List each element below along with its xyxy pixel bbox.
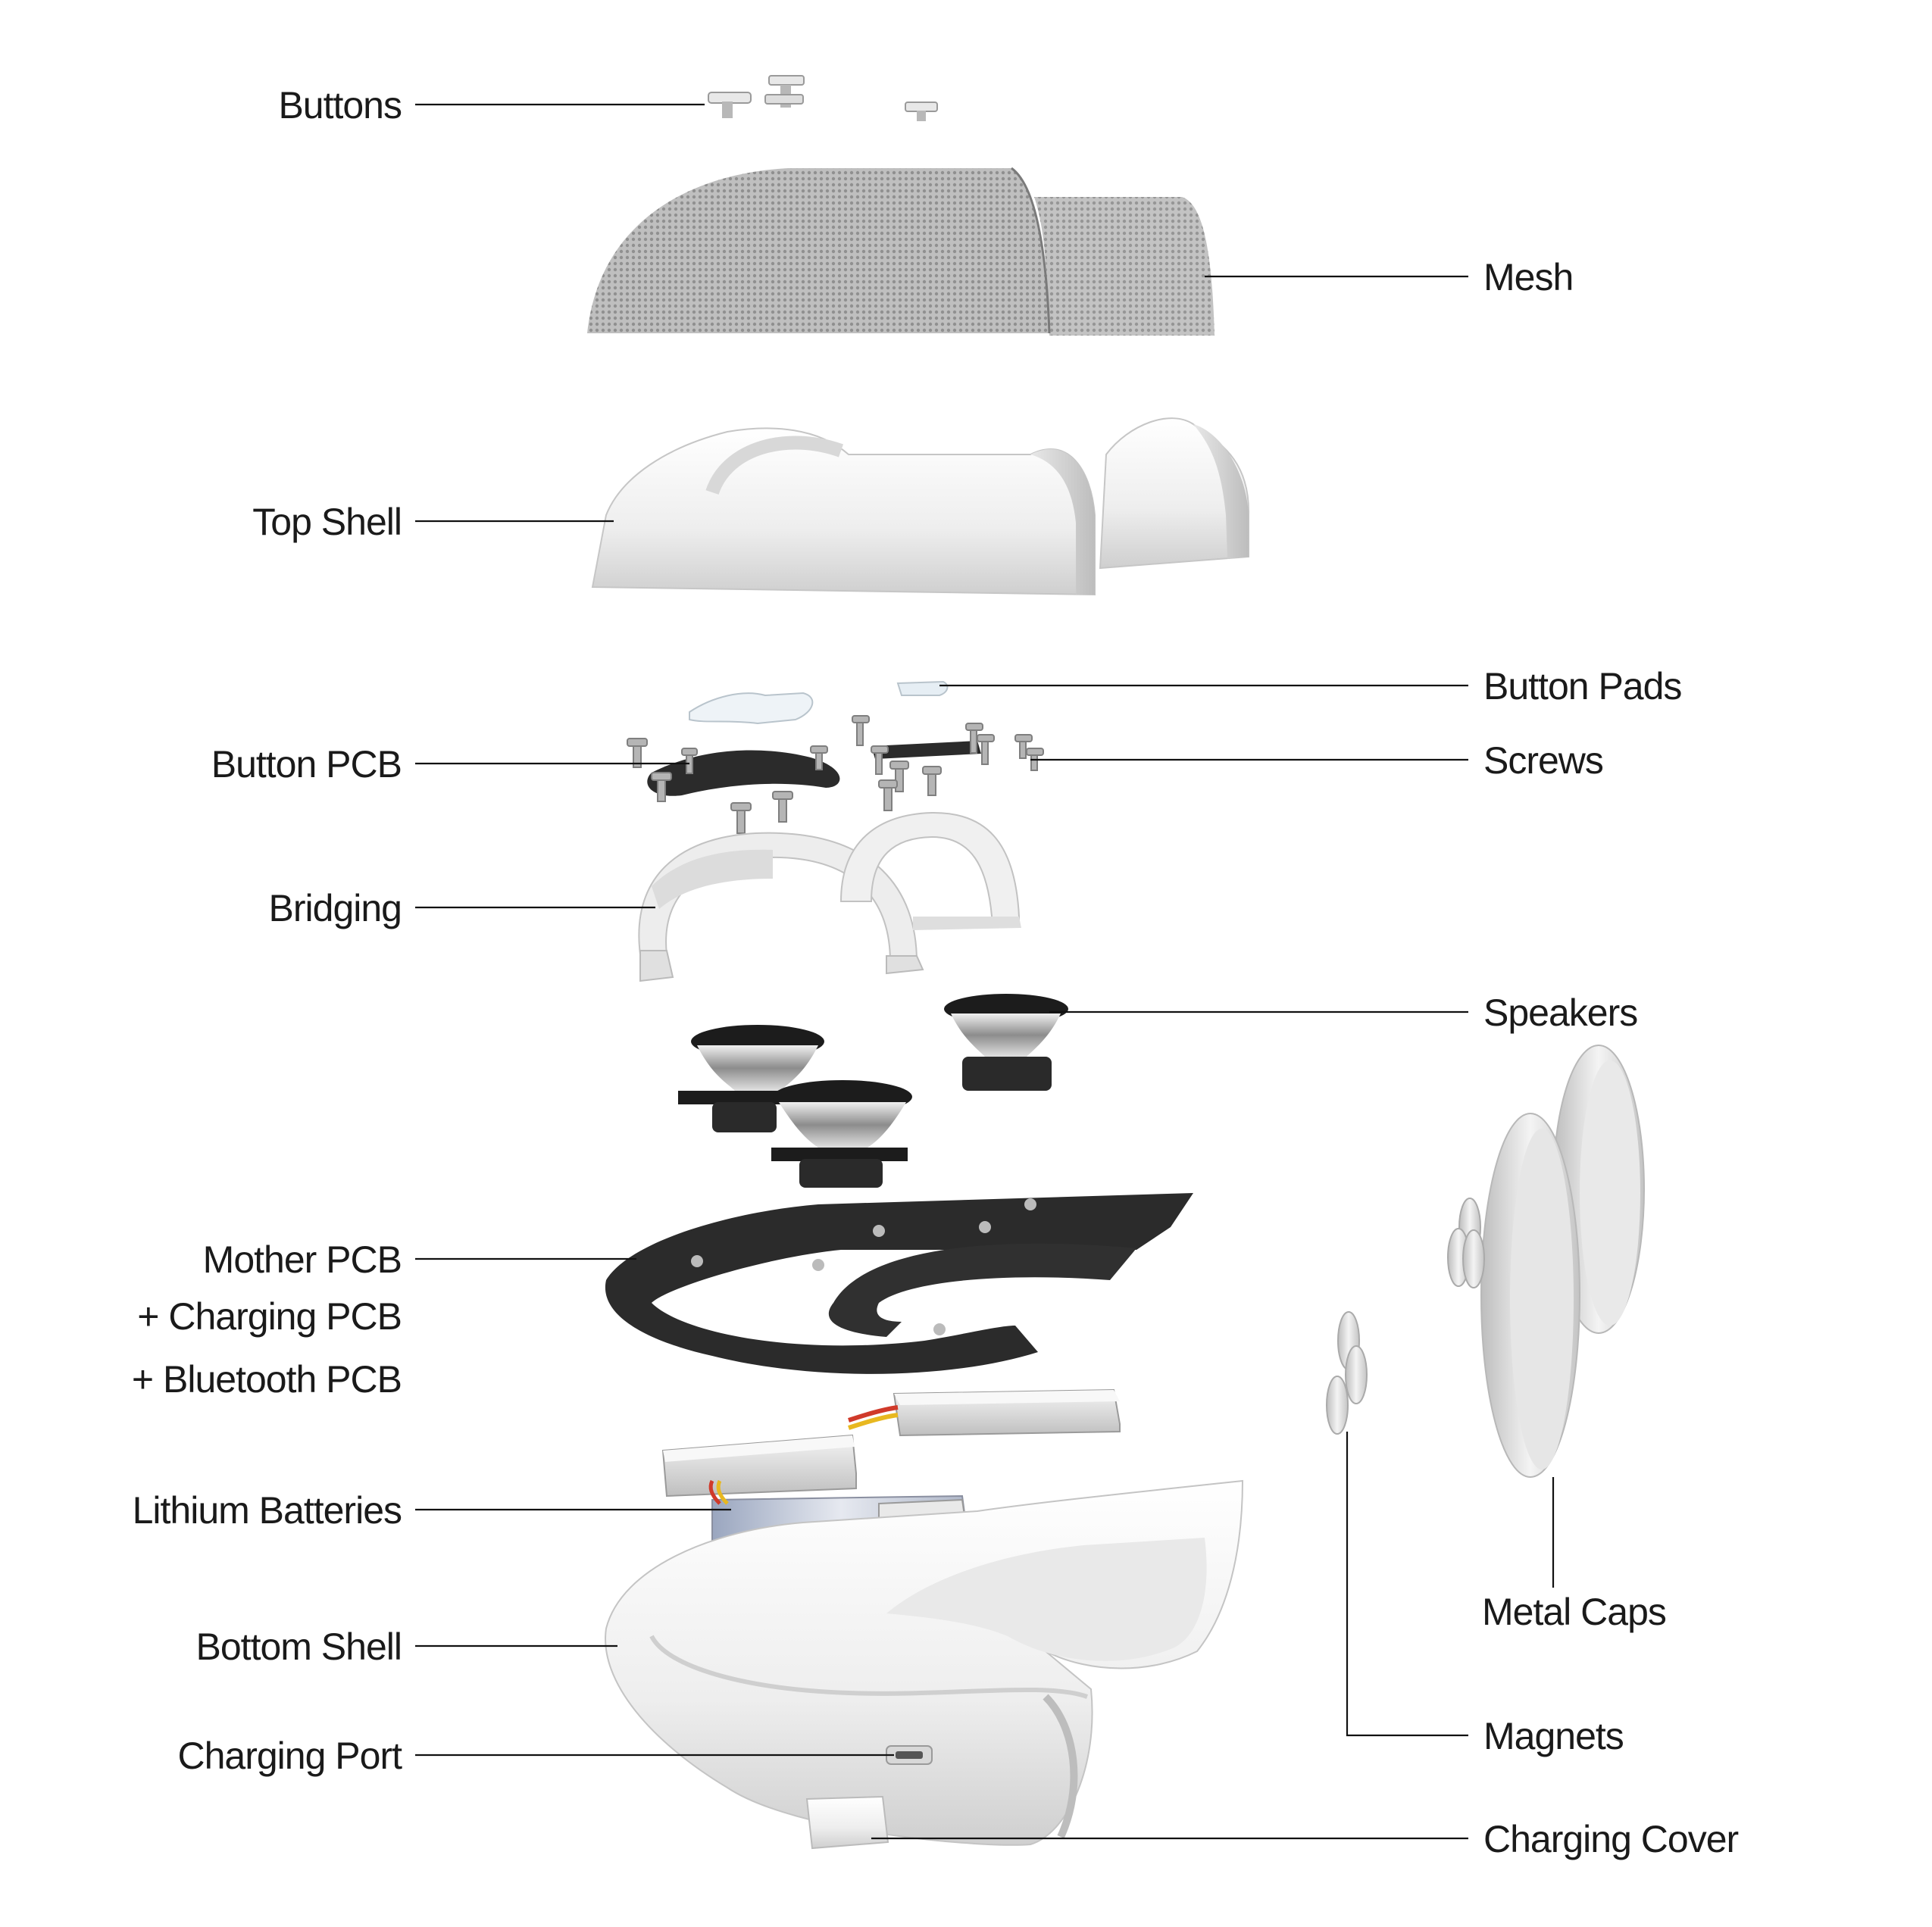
top-shell-part: [591, 417, 1250, 596]
speaker-3: [771, 1080, 912, 1188]
label-lithium-batteries: Lithium Batteries: [133, 1489, 402, 1532]
button-pads-part: [689, 680, 949, 725]
mother-pcb-part: [605, 1193, 1193, 1374]
label-button-pads: Button Pads: [1483, 665, 1681, 707]
bridging-part: [638, 811, 1021, 982]
magnets-part: [1326, 1198, 1485, 1435]
speakers-part: [678, 994, 1068, 1188]
buttons-part: [708, 75, 938, 121]
label-charging-port: Charging Port: [178, 1735, 403, 1777]
label-bottom-shell: Bottom Shell: [196, 1626, 402, 1668]
speaker-1: [678, 1025, 824, 1132]
mesh-part: [587, 167, 1215, 336]
label-screws: Screws: [1483, 739, 1603, 782]
label-charging-cover: Charging Cover: [1483, 1818, 1739, 1860]
button-pcb-part: [647, 741, 981, 796]
bottom-shell-part: [605, 1479, 1244, 1846]
label-bluetooth-pcb: + Bluetooth PCB: [132, 1358, 402, 1401]
metal-caps-part: [1480, 1045, 1645, 1478]
label-top-shell: Top Shell: [252, 501, 402, 543]
label-metal-caps: Metal Caps: [1482, 1591, 1666, 1633]
label-charging-pcb: + Charging PCB: [137, 1295, 402, 1338]
label-button-pcb: Button PCB: [211, 743, 402, 785]
label-bridging: Bridging: [269, 887, 402, 929]
charging-cover-part: [805, 1795, 889, 1850]
label-buttons: Buttons: [278, 84, 402, 126]
label-magnets: Magnets: [1483, 1715, 1624, 1757]
leader-magnets: [1346, 1432, 1468, 1737]
label-mother-pcb: Mother PCB: [203, 1238, 402, 1281]
label-speakers: Speakers: [1483, 992, 1637, 1034]
speaker-2: [944, 994, 1068, 1091]
label-mesh: Mesh: [1483, 256, 1573, 298]
labels: Buttons Mesh Top Shell Button Pads Butto…: [132, 84, 1740, 1860]
leader-lines: [415, 103, 1555, 1840]
